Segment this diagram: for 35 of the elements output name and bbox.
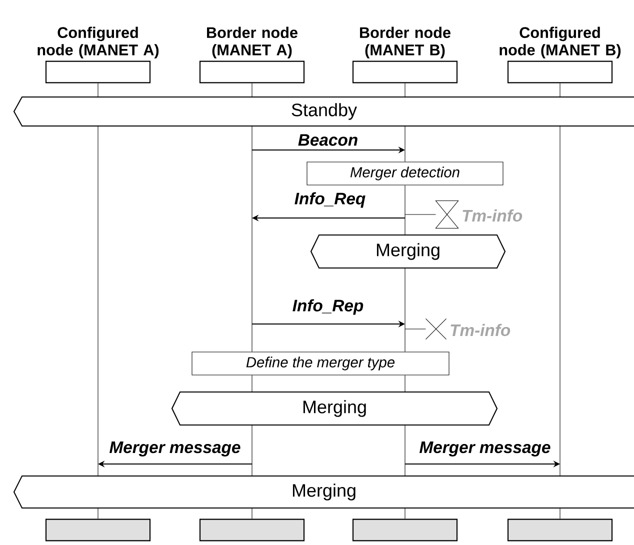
message-label: Merger message [420,442,550,456]
lifeline-end-box [352,518,458,542]
lifeline [404,185,406,235]
node-label: Border node (MANET B) [360,26,450,58]
state-band: Merging [171,391,498,426]
cross-icon [425,318,447,340]
hourglass-icon [435,200,459,229]
lifeline [404,425,406,476]
node-label: Configured node (MANET B) [500,26,621,58]
lifeline [404,508,406,520]
lifeline-head: Configured node (MANET A) [38,26,159,84]
timer-label: Tm-info [450,324,510,336]
lifeline [404,82,406,97]
lifeline [404,268,406,352]
action-box: Merger detection [306,162,504,186]
message-label: Merger message [110,442,240,456]
lifeline-head: Border node (MANET A) [199,26,305,84]
lifeline [404,126,406,162]
lifeline [404,375,406,392]
node-label: Configured node (MANET A) [38,26,159,58]
timer-line [404,328,426,330]
state-band: Standby [13,96,634,127]
node-label: Border node (MANET A) [207,26,298,58]
message-label: Info_Rep [292,299,364,315]
message-label: Info_Req [294,192,366,208]
lifeline-end-box [45,518,151,542]
message-label: Beacon [298,134,358,146]
lifeline-head: Configured node (MANET B) [500,26,621,84]
lifeline-head: Border node (MANET B) [352,26,458,84]
state-band: Merging [13,475,634,509]
lifeline-end-box [507,518,613,542]
lifeline-end-box [199,518,305,542]
state-band: Merging [310,234,506,269]
action-box: Define the merger type [192,352,450,376]
timer-label: Tm-info [462,209,522,222]
